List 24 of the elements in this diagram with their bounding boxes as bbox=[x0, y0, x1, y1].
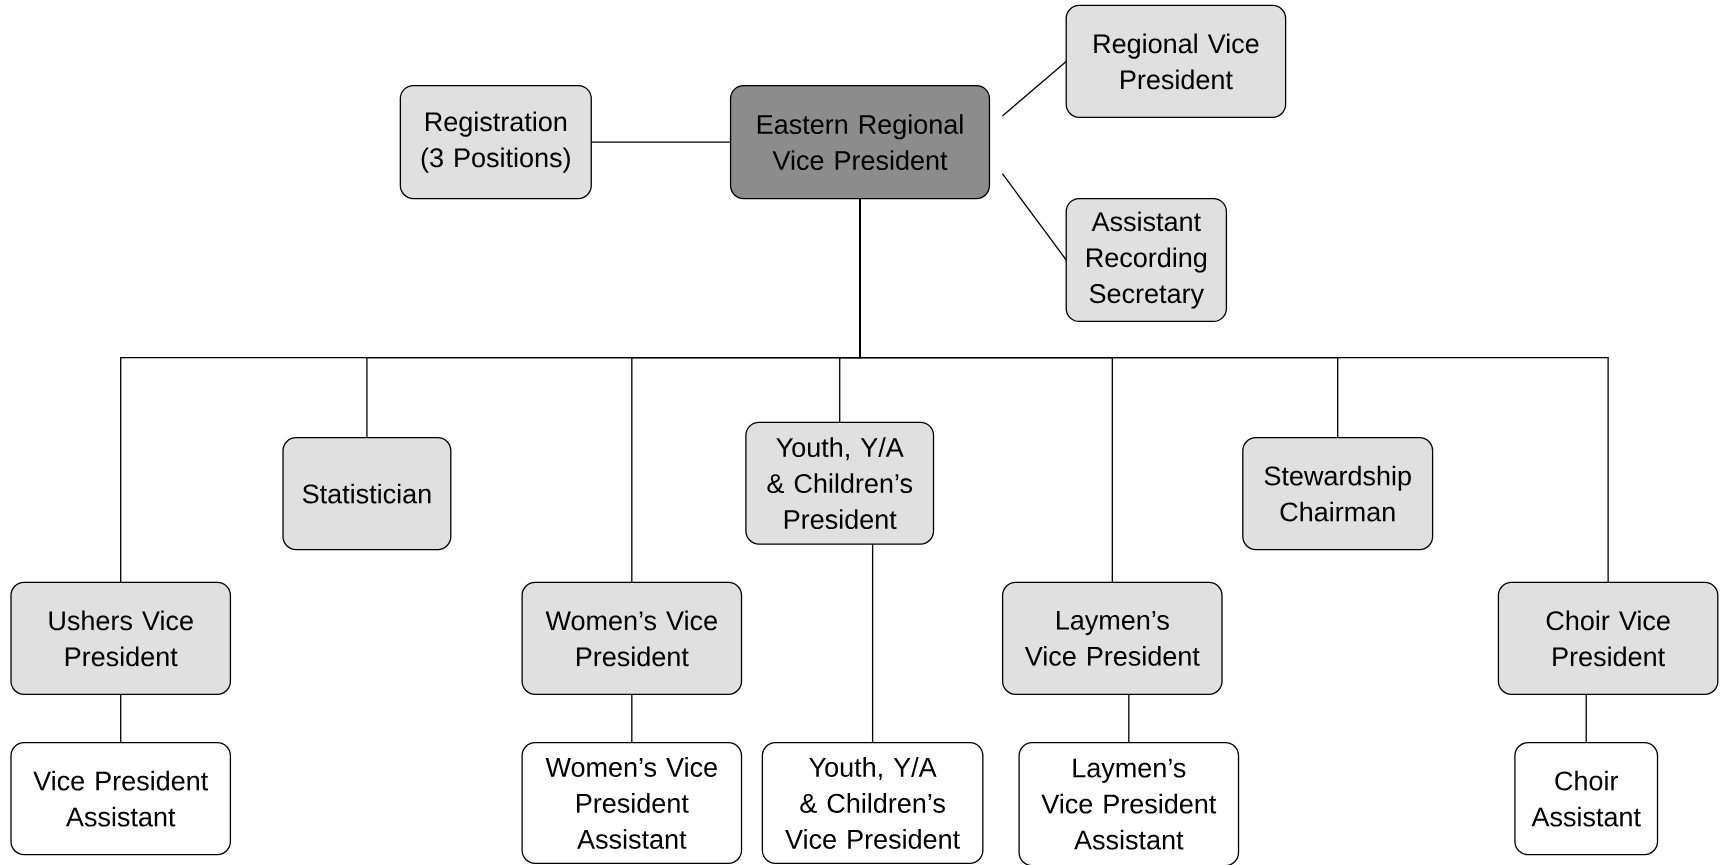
connector-line bbox=[1001, 60, 1067, 117]
connector-line bbox=[1128, 693, 1130, 744]
org-box: Women’s Vice President bbox=[521, 581, 743, 695]
org-box: Choir Assistant bbox=[1514, 742, 1659, 856]
connector-line bbox=[871, 543, 874, 744]
org-box: Registration (3 Positions) bbox=[399, 84, 592, 200]
org-box: Statistician bbox=[282, 437, 452, 551]
org-box: Choir Vice President bbox=[1497, 581, 1719, 695]
org-box: Assistant Recording Secretary bbox=[1065, 197, 1228, 323]
org-box: Laymen’s Vice President Assistant bbox=[1018, 742, 1240, 865]
org-box: Laymen’s Vice President bbox=[1001, 581, 1223, 695]
connector-line bbox=[1585, 693, 1587, 744]
org-box: Vice President Assistant bbox=[10, 742, 232, 856]
connector-line bbox=[631, 693, 633, 744]
org-box: Youth, Y/A & Children’s President bbox=[745, 421, 935, 545]
org-box: Women’s Vice President Assistant bbox=[521, 742, 743, 864]
connector-line bbox=[120, 693, 122, 744]
org-box: Stewardship Chairman bbox=[1242, 437, 1434, 551]
org-box: Ushers Vice President bbox=[10, 581, 232, 695]
org-box: Regional Vice President bbox=[1065, 4, 1287, 118]
org-box: Youth, Y/A & Children’s Vice President bbox=[761, 742, 984, 864]
connector-line bbox=[1001, 173, 1067, 261]
connector-line bbox=[590, 141, 732, 143]
org-box: Eastern Regional Vice President bbox=[729, 84, 991, 200]
